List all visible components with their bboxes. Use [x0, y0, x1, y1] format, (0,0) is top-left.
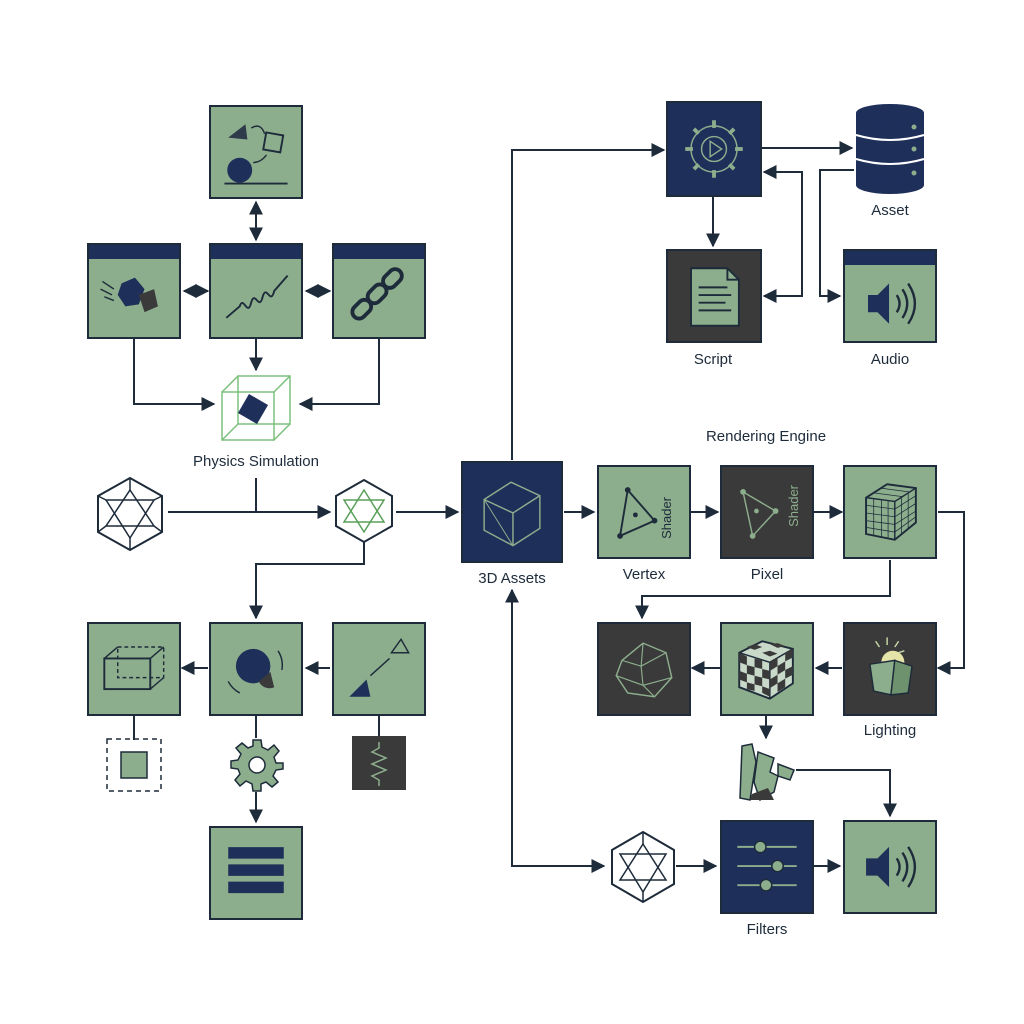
vertex-shader-text: Shader	[659, 497, 674, 539]
script-label: Script	[693, 351, 733, 368]
server-icon	[228, 847, 284, 894]
dashed-selection-icon	[106, 738, 162, 792]
vertex-shader-node[interactable]: Shader	[597, 465, 691, 559]
icosahedron-bottom-icon	[608, 830, 678, 904]
spring-node[interactable]	[209, 243, 303, 339]
bounding-box-node[interactable]	[87, 622, 181, 716]
lighting-node[interactable]	[843, 622, 937, 716]
audio-label: Audio	[870, 351, 910, 368]
script-node[interactable]	[666, 249, 762, 343]
node-header	[211, 245, 301, 259]
lighting-icon	[869, 637, 913, 696]
spring-icon	[225, 275, 289, 319]
vertex-triangle-icon	[617, 487, 658, 539]
wireframe-mesh-node[interactable]	[597, 622, 691, 716]
filters-node[interactable]	[720, 820, 814, 914]
sliders-icon	[737, 840, 797, 892]
physics-simulation-label: Physics Simulation	[193, 453, 319, 470]
engine-core-node[interactable]	[666, 101, 762, 197]
joint-chain-node[interactable]	[332, 243, 426, 339]
pixel-triangle-icon	[740, 489, 779, 539]
speaker-icon	[867, 282, 917, 325]
document-icon	[690, 267, 740, 327]
3d-assets-label: 3D Assets	[478, 570, 546, 587]
speaker-output-icon	[866, 846, 917, 888]
wireframe-mesh-icon	[615, 642, 673, 698]
icosahedron-mid-icon	[332, 478, 396, 544]
direction-node[interactable]	[332, 622, 426, 716]
server-storage-node[interactable]	[209, 826, 303, 920]
physics-interaction-node[interactable]	[209, 105, 303, 199]
physics-cube-icon	[216, 372, 296, 444]
vertex-label: Vertex	[622, 566, 666, 583]
collision-node[interactable]	[87, 243, 181, 339]
cube-wireframe-icon	[483, 481, 541, 547]
grid-cube-node[interactable]	[843, 465, 937, 559]
rotation-node[interactable]	[209, 622, 303, 716]
shapes-interaction-icon	[224, 124, 288, 185]
gear-icon	[230, 738, 284, 792]
fracture-icon	[738, 742, 796, 802]
chain-icon	[350, 267, 404, 321]
checker-cube-icon	[738, 640, 794, 700]
texture-node[interactable]	[720, 622, 814, 716]
filters-label: Filters	[746, 921, 788, 938]
asset-label: Asset	[871, 202, 909, 219]
icosahedron-left-icon	[94, 476, 166, 552]
waveform-icon	[352, 736, 406, 790]
pixel-label: Pixel	[750, 566, 784, 583]
audio-output-node[interactable]	[843, 820, 937, 914]
pixel-shader-node[interactable]: Shader	[720, 465, 814, 559]
rotation-icon	[227, 648, 283, 694]
lighting-label: Lighting	[863, 722, 917, 739]
bounding-box-icon	[103, 646, 165, 691]
node-header	[845, 251, 935, 265]
direction-arrow-icon	[349, 637, 410, 697]
play-gear-icon	[685, 120, 743, 178]
node-header	[89, 245, 179, 259]
node-header	[334, 245, 424, 259]
collision-icon	[100, 277, 158, 313]
3d-assets-node[interactable]	[461, 461, 563, 563]
grid-cube-icon	[865, 483, 917, 541]
rendering-engine-label: Rendering Engine	[705, 428, 827, 445]
database-icon	[854, 103, 926, 195]
audio-node[interactable]	[843, 249, 937, 343]
pixel-shader-text: Shader	[786, 485, 801, 527]
